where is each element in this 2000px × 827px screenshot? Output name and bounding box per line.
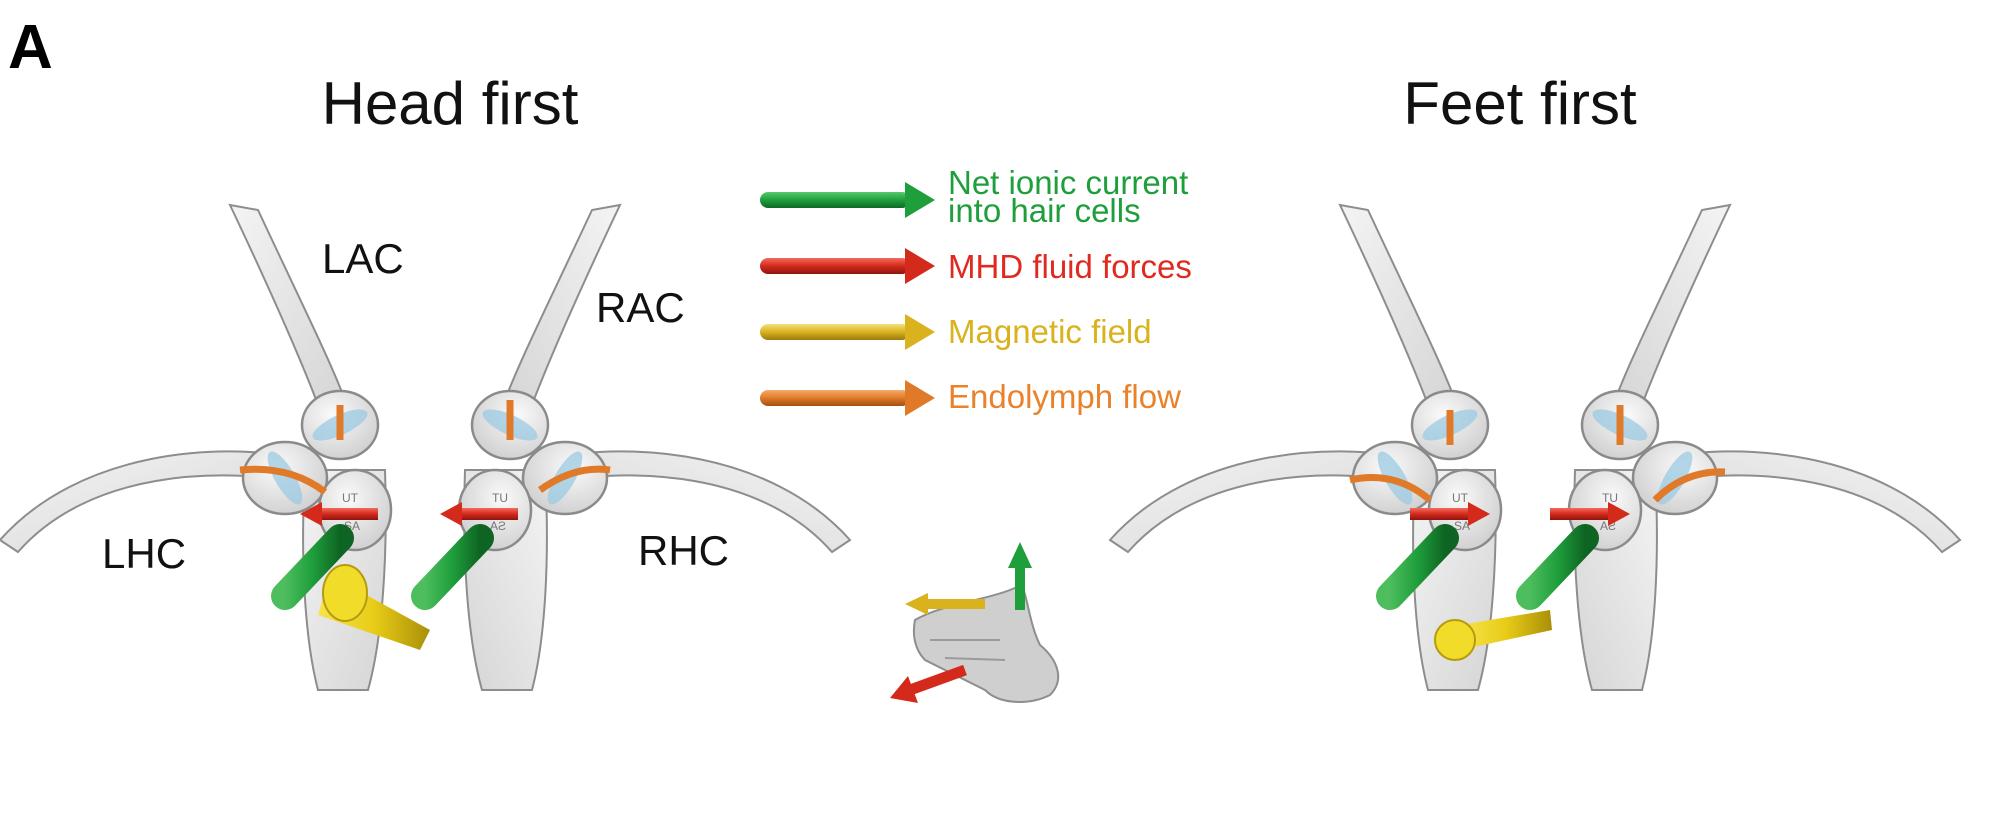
panel-title-head-first: Head first — [322, 70, 579, 137]
legend-label: into hair cells — [948, 192, 1141, 229]
right-inner-ear — [1567, 203, 1962, 692]
legend: Net ionic current into hair cells MHD fl… — [760, 164, 1192, 416]
mhd-force-arrow — [1550, 502, 1630, 526]
magnetic-field-arrow — [1434, 610, 1552, 661]
right-hand-rule-icon — [890, 542, 1060, 703]
head-first-diagram: LAC RAC LHC RHC — [0, 203, 852, 692]
legend-label: MHD fluid forces — [948, 248, 1192, 285]
feet-first-diagram — [1108, 203, 1962, 692]
panel-title-feet-first: Feet first — [1403, 70, 1637, 137]
ionic-current-arrow — [271, 524, 354, 610]
legend-item-endolymph-flow: Endolymph flow — [760, 378, 1181, 416]
legend-item-mhd-forces: MHD fluid forces — [760, 248, 1192, 285]
label-lac: LAC — [322, 235, 404, 282]
legend-item-ionic-current: Net ionic current into hair cells — [760, 164, 1188, 229]
legend-label: Endolymph flow — [948, 378, 1181, 415]
mhd-force-arrow — [1410, 502, 1490, 526]
label-rhc: RHC — [638, 527, 729, 574]
ionic-current-arrow — [411, 524, 494, 610]
ionic-current-arrow — [1376, 524, 1459, 610]
magnetic-field-arrow — [318, 564, 430, 650]
endolymph-flow-arrow — [1349, 474, 1433, 503]
legend-label: Magnetic field — [948, 313, 1152, 350]
mhd-force-arrow — [440, 502, 518, 526]
endolymph-flow-arrow — [1652, 468, 1726, 503]
panel-letter: A — [8, 13, 53, 82]
endolymph-flow-arrow — [537, 465, 611, 493]
right-inner-ear — [457, 203, 852, 692]
label-lhc: LHC — [102, 530, 186, 577]
legend-item-magnetic-field: Magnetic field — [760, 313, 1152, 350]
endolymph-flow-arrow — [239, 465, 328, 495]
legend-label: Net ionic current — [948, 164, 1188, 201]
label-rac: RAC — [596, 284, 685, 331]
mhd-force-arrow — [300, 502, 378, 526]
ionic-current-arrow — [1516, 524, 1599, 610]
